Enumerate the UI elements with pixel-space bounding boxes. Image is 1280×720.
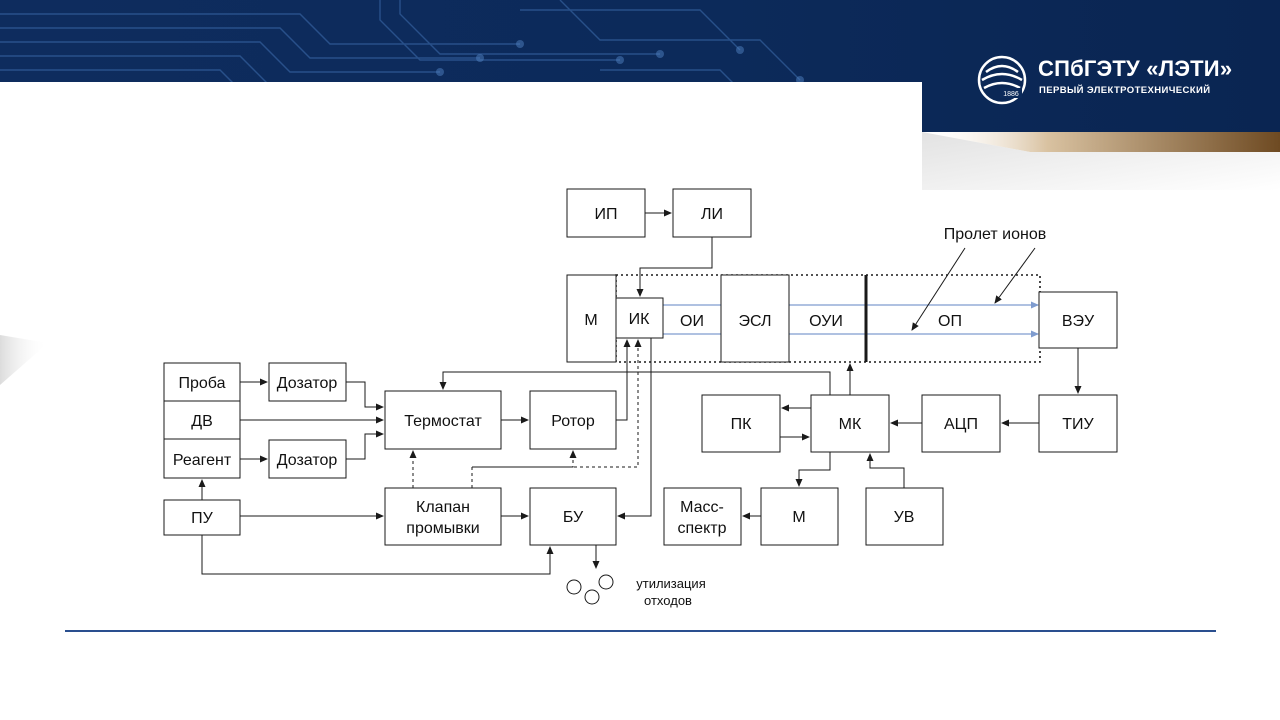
block-reagent: Реагент (163, 438, 241, 479)
block-pu-label: ПУ (191, 510, 214, 527)
block-dozator-1: Дозатор (268, 362, 347, 402)
block-termostat-label: Термостат (404, 413, 482, 430)
university-logo: 1886 СПбГЭТУ «ЛЭТИ» ПЕРВЫЙ ЭЛЕКТРОТЕХНИЧ… (976, 54, 1276, 106)
block-reagent-label: Реагент (173, 452, 232, 469)
block-oui-label: ОУИ (809, 313, 843, 330)
block-acp: АЦП (921, 394, 1001, 453)
block-proba: Проба (163, 362, 241, 402)
block-dozator-1-label: Дозатор (277, 375, 338, 392)
block-klapan: Клапан промывки (384, 487, 502, 546)
block-dozator-2: Дозатор (268, 439, 347, 479)
block-m-mid: М (760, 487, 839, 546)
waste-label-1: утилизация (636, 576, 706, 591)
block-esl: ЭСЛ (720, 274, 790, 363)
block-ik: ИК (615, 297, 664, 339)
block-mass-label-2: спектр (678, 520, 727, 537)
logo-subtitle: ПЕРВЫЙ ЭЛЕКТРОТЕХНИЧЕСКИЙ (1039, 85, 1211, 96)
block-uv-label: УВ (894, 509, 915, 526)
block-ip: ИП (566, 188, 646, 238)
ion-flight-annotation: Пролет ионов (944, 226, 1047, 243)
block-m-mid-label: М (792, 509, 805, 526)
block-ik-label: ИК (629, 311, 651, 328)
block-rotor-label: Ротор (551, 413, 595, 430)
block-tiu-label: ТИУ (1062, 416, 1094, 433)
vacuum-chamber-outline (615, 274, 1041, 363)
connections (198, 209, 1082, 575)
block-mass-label-1: Масс- (680, 499, 724, 516)
block-m-top: М (566, 274, 617, 363)
block-oi-label: ОИ (680, 313, 704, 330)
block-veu-label: ВЭУ (1062, 313, 1095, 330)
block-mass-spectrum: Масс- спектр (663, 487, 742, 546)
block-pk-label: ПК (731, 416, 753, 433)
block-tiu: ТИУ (1038, 394, 1118, 453)
block-acp-label: АЦП (944, 416, 978, 433)
block-mk-label: МК (839, 416, 862, 433)
slide-content-area (0, 82, 922, 190)
block-termostat: Термостат (384, 390, 502, 450)
waste-label-2: отходов (644, 593, 692, 608)
block-dv: ДВ (163, 400, 241, 440)
block-rotor: Ротор (529, 390, 617, 450)
block-veu: ВЭУ (1038, 291, 1118, 349)
emblem-icon: 1886 (977, 55, 1027, 105)
block-m-top-label: М (584, 312, 597, 329)
block-klapan-label-1: Клапан (416, 499, 470, 516)
block-ip-label: ИП (595, 206, 618, 223)
block-uv: УВ (865, 487, 944, 546)
logo-title: СПбГЭТУ «ЛЭТИ» (1038, 56, 1233, 81)
block-dv-label: ДВ (191, 413, 213, 430)
block-pu: ПУ (163, 499, 241, 536)
block-klapan-label-2: промывки (406, 520, 479, 537)
block-li-label: ЛИ (701, 206, 723, 223)
block-pk: ПК (701, 394, 781, 453)
block-mk: МК (810, 394, 890, 453)
block-dozator-2-label: Дозатор (277, 452, 338, 469)
footer-rule (65, 630, 1216, 632)
block-esl-label: ЭСЛ (738, 313, 771, 330)
block-bu: БУ (529, 487, 617, 546)
block-li: ЛИ (672, 188, 752, 238)
ion-flight-pointer-1 (911, 247, 966, 331)
block-proba-label: Проба (179, 375, 226, 392)
emblem-year: 1886 (1003, 91, 1019, 98)
ion-flight-pointer-2 (994, 247, 1036, 304)
block-bu-label: БУ (563, 509, 584, 526)
left-fade-decoration (0, 335, 48, 385)
block-op-label: ОП (938, 313, 962, 330)
waste-icon (566, 574, 614, 605)
